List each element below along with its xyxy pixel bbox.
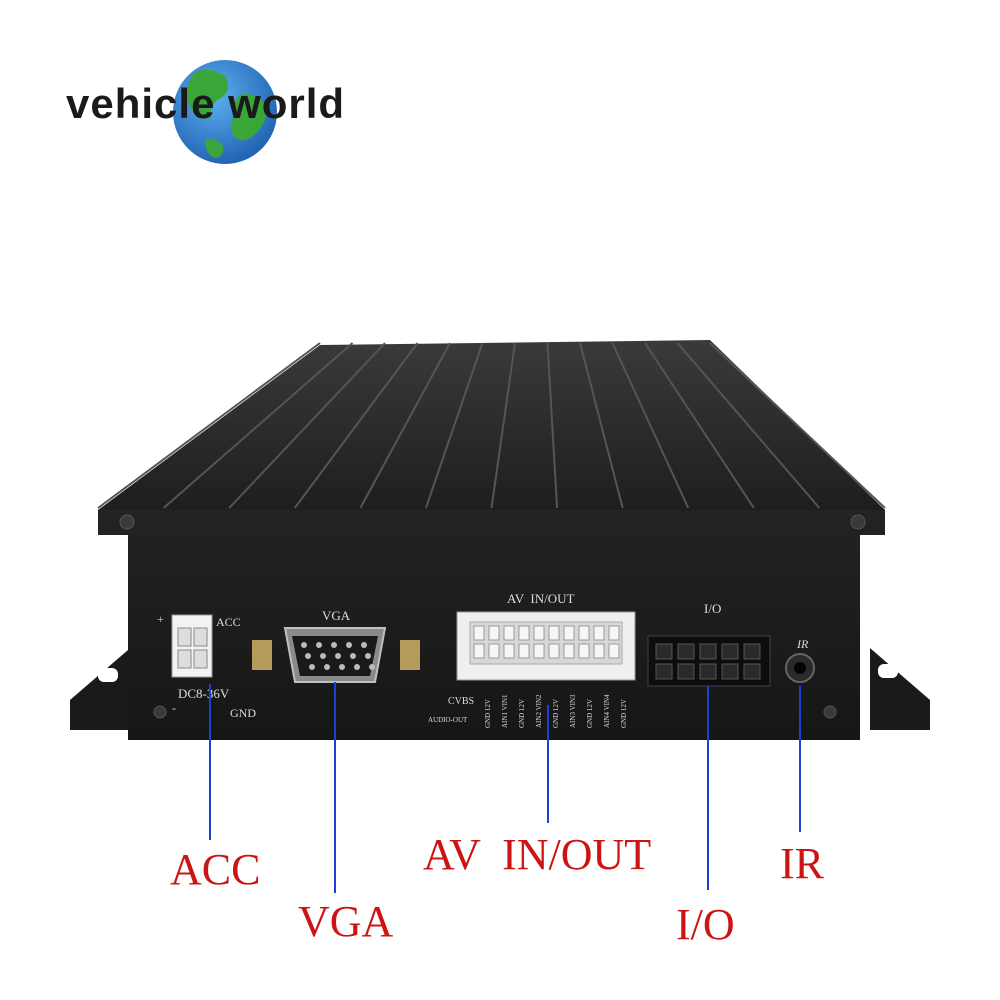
- mounting-bracket-left: [70, 650, 128, 730]
- callout-ir: IR: [780, 839, 824, 888]
- label-ir-panel: IR: [796, 637, 809, 651]
- label-acc-panel: ACC: [216, 615, 241, 629]
- label-vga-panel: VGA: [322, 608, 351, 623]
- mounting-bracket-right: [870, 648, 930, 730]
- pin-label: AIN4 VIN4: [603, 694, 611, 728]
- callout-acc: ACC: [170, 845, 261, 894]
- acc-power-port: [171, 614, 213, 678]
- pin-label: AIN3 VIN3: [569, 694, 577, 728]
- pin-label: GND 12V: [620, 699, 628, 728]
- globe-logo-icon: [173, 60, 277, 164]
- callout-vga: VGA: [298, 897, 394, 946]
- pin-label: AIN2 VIN2: [535, 694, 543, 728]
- label-dc: DC8-36V: [178, 686, 230, 701]
- brand-logo-text: vehicle world: [66, 80, 346, 127]
- callout-av-inout: AV IN/OUT: [423, 830, 652, 879]
- label-audio-out: AUDIO-OUT: [428, 716, 468, 724]
- label-io-panel: I/O: [704, 601, 721, 616]
- device-top-heatsink: [97, 340, 886, 510]
- pin-label: GND 12V: [552, 699, 560, 728]
- pin-label: GND 12V: [586, 699, 594, 728]
- pin-label: GND 12V: [484, 699, 492, 728]
- pin-label: GND 12V: [518, 699, 526, 728]
- label-av-panel: AV IN/OUT: [507, 591, 574, 606]
- vga-port: [252, 627, 420, 683]
- io-port: [647, 635, 771, 687]
- pin-label: AIN1 VIN1: [501, 694, 509, 728]
- label-gnd: GND: [230, 706, 256, 720]
- callout-io: I/O: [676, 900, 735, 949]
- ir-port: [785, 653, 815, 683]
- label-minus: -: [172, 701, 176, 715]
- label-plus: +: [157, 612, 164, 626]
- av-inout-port: [456, 611, 636, 681]
- label-cvbs: CVBS: [448, 696, 474, 707]
